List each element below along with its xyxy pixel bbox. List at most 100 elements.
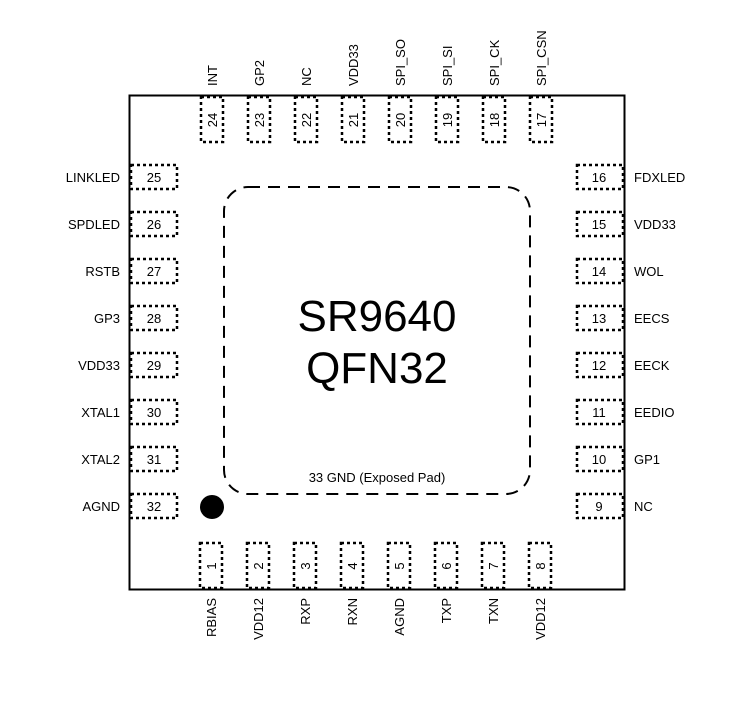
pin-label: VDD33 [78,358,120,373]
pin-number: 11 [592,405,606,420]
pin-number: 7 [486,562,501,569]
pin-number: 12 [592,358,606,373]
pin-number: 17 [534,113,549,127]
pin-label: INT [205,65,220,86]
pin-number: 23 [252,113,267,127]
pin-pad [527,541,553,590]
pin-label: GP3 [94,311,120,326]
pin-number: 27 [147,264,161,279]
pin-pad [129,163,179,191]
pin-label: SPI_SI [440,46,455,86]
pin-number: 14 [592,264,606,279]
pin-pad [129,398,179,426]
pin-number: 19 [440,113,455,127]
pin-pad [575,257,625,285]
pin-label: FDXLED [634,170,685,185]
pin-pad [575,445,625,473]
pin-pad [129,257,179,285]
pin-label: VDD33 [634,217,676,232]
pin-pad [386,541,412,590]
pin-pad [575,398,625,426]
pin-number: 16 [592,170,606,185]
pin-pad [199,95,225,144]
pin-pad [245,541,271,590]
pin-number: 30 [147,405,161,420]
pin-label: RSTB [85,264,120,279]
pin-pad [129,210,179,238]
pin-number: 32 [147,499,161,514]
pin-number: 20 [393,113,408,127]
pin-number: 29 [147,358,161,373]
pins-group: 1RBIAS2VDD123RXP4RXN5AGND6TXP7TXN8VDD121… [66,30,686,640]
pin-pad [339,541,365,590]
pin-label: TXP [439,598,454,623]
pin-label: SPI_CSN [534,30,549,86]
pin-label: SPI_CK [487,39,502,86]
pin-label: EEDIO [634,405,674,420]
pin-label: EECK [634,358,670,373]
pin-label: TXN [486,598,501,624]
pin-pad [575,210,625,238]
pin-number: 13 [592,311,606,326]
pin-number: 9 [595,499,602,514]
pin-pad [198,541,224,590]
pin-pad [129,304,179,332]
pin-number: 26 [147,217,161,232]
pin-label: SPDLED [68,217,120,232]
pin-label: VDD33 [346,44,361,86]
pin-pad [340,95,366,144]
pin-pad [575,304,625,332]
chip-name: SR9640 [297,292,456,341]
pin-label: NC [634,499,653,514]
pin-label: WOL [634,264,664,279]
pin-number: 2 [251,562,266,569]
pin-pad [480,541,506,590]
pin-pad [434,95,460,144]
pin-number: 5 [392,562,407,569]
pin-label: NC [299,67,314,86]
pin-number: 8 [533,562,548,569]
pin-label: VDD12 [251,598,266,640]
pin-label: XTAL1 [81,405,120,420]
pin-number: 3 [298,562,313,569]
pin-label: GP2 [252,60,267,86]
pin-number: 6 [439,562,454,569]
pin-pad [575,351,625,379]
pin-label: EECS [634,311,670,326]
pin-pad [129,445,179,473]
pin-label: RXP [298,598,313,625]
pin-pad [575,163,625,191]
pin-pad [528,95,554,144]
pin-number: 21 [346,113,361,127]
chip-package: QFN32 [306,344,448,393]
pin-number: 15 [592,217,606,232]
pin-number: 10 [592,452,606,467]
pin-number: 18 [487,113,502,127]
pin-label: GP1 [634,452,660,467]
pin1-dot-icon [200,495,224,519]
pin-label: SPI_SO [393,39,408,86]
pin-pad [575,492,625,520]
pin-label: XTAL2 [81,452,120,467]
pin-number: 31 [147,452,161,467]
pin-pad [246,95,272,144]
pin-pad [129,492,179,520]
pin-label: LINKLED [66,170,120,185]
pin-number: 1 [204,562,219,569]
pin-number: 25 [147,170,161,185]
pin-label: RXN [345,598,360,625]
exposed-pad-label: 33 GND (Exposed Pad) [309,470,446,485]
pin-pad [387,95,413,144]
package-outline [128,94,626,591]
pin-label: RBIAS [204,598,219,637]
pin-pad [293,95,319,144]
pin-pad [292,541,318,590]
pin-pad [433,541,459,590]
pin-pad [129,351,179,379]
pin-number: 4 [345,562,360,569]
pin-pad [481,95,507,144]
pin-label: AGND [82,499,120,514]
pin-number: 22 [299,113,314,127]
pin-label: AGND [392,598,407,636]
